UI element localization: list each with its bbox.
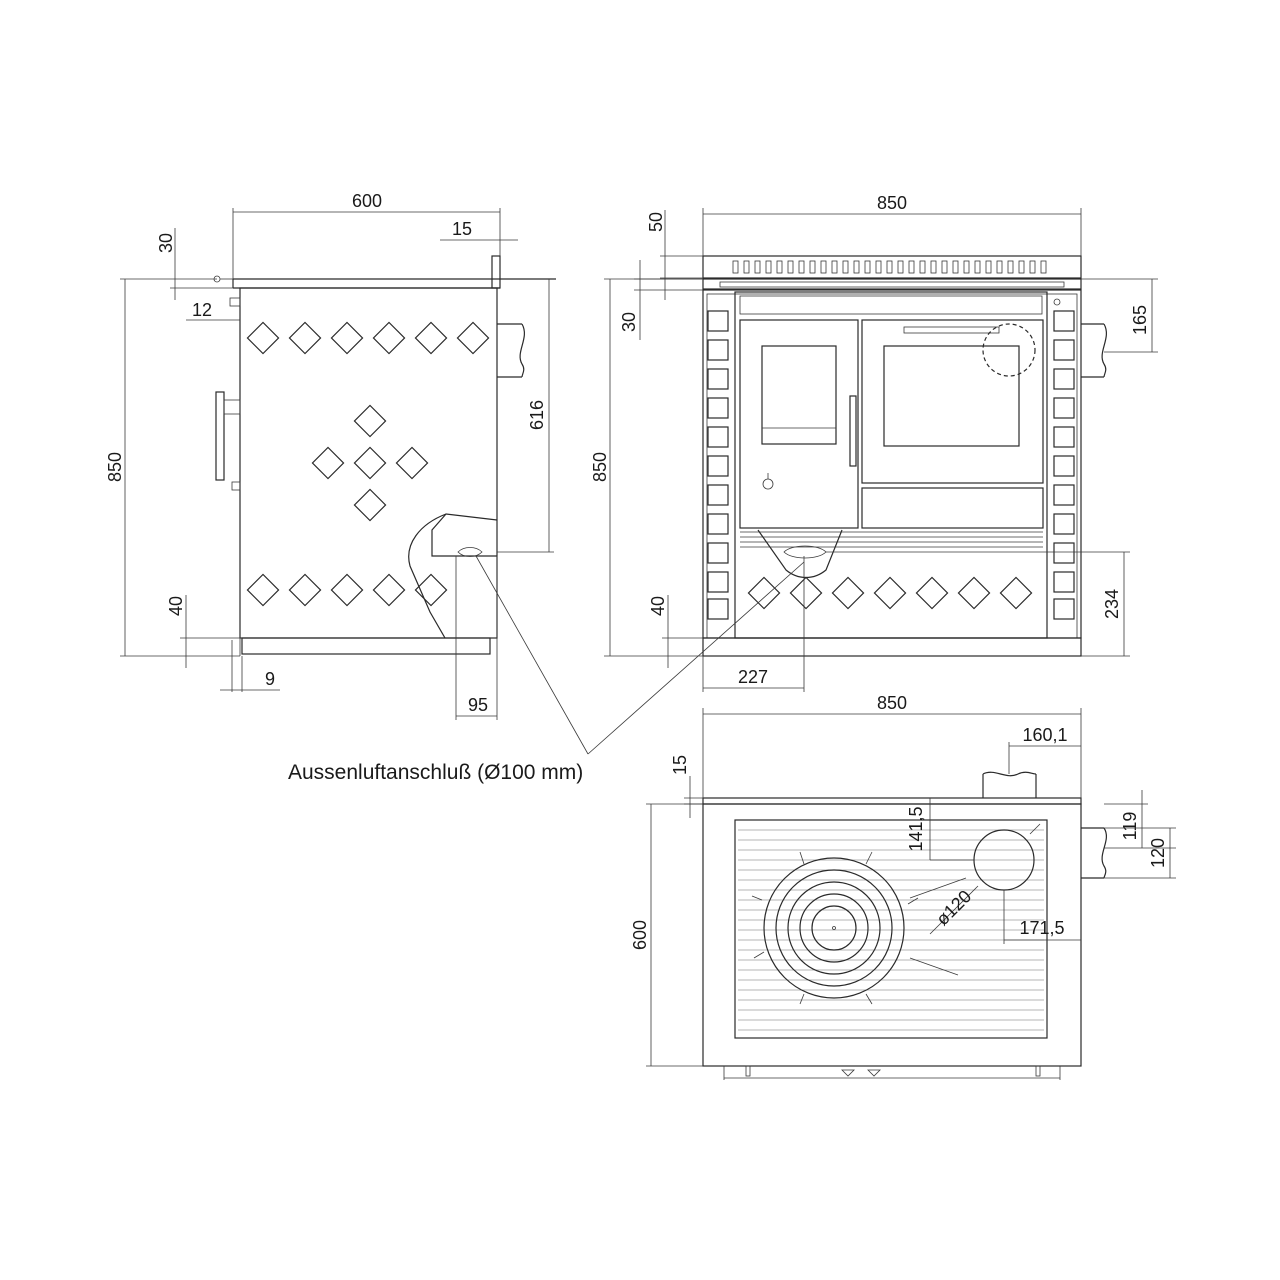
top-hole-y-label: 141,5 (906, 806, 926, 851)
side-plinth-label: 40 (166, 596, 186, 616)
front-top-label: 30 (619, 312, 639, 332)
outside-air-connection-note: Aussenluftanschluß (Ø100 mm) (288, 761, 583, 784)
side-offset-label: 12 (192, 300, 212, 320)
side-toe-label: 9 (265, 669, 275, 689)
top-hole-x-label: 171,5 (1019, 918, 1064, 938)
note-leaders (475, 555, 805, 755)
top-hole-diameter-label: ø120 (932, 886, 975, 929)
front-inlet-offset-label: 227 (738, 667, 768, 687)
side-overhang-label: 15 (452, 219, 472, 239)
side-pipe-height-label: 616 (527, 400, 547, 430)
front-plinth-label: 40 (648, 596, 668, 616)
front-height-label: 850 (590, 452, 610, 482)
top-view: 850 160,1 15 141,5 ø120 171,5 600 119 12… (630, 693, 1176, 1080)
front-width-label: 850 (877, 193, 907, 213)
top-pipe-a-label: 119 (1120, 812, 1140, 841)
top-depth-label: 600 (630, 920, 650, 950)
front-view: 850 50 30 165 850 40 227 234 (590, 193, 1158, 692)
side-top-thickness-label: 30 (156, 233, 176, 253)
side-inlet-label: 95 (468, 695, 488, 715)
front-rail-label: 50 (646, 212, 666, 232)
side-height-label: 850 (105, 452, 125, 482)
top-rail-label: 15 (670, 755, 690, 775)
front-inlet-height-label: 234 (1102, 589, 1122, 619)
top-flue-offset-label: 160,1 (1022, 725, 1067, 745)
side-view: 600 15 30 12 850 616 40 9 95 (105, 191, 556, 720)
top-width-label: 850 (877, 693, 907, 713)
side-width-label: 600 (352, 191, 382, 211)
top-pipe-b-label: 120 (1148, 838, 1168, 868)
front-flue-height-label: 165 (1130, 305, 1150, 335)
